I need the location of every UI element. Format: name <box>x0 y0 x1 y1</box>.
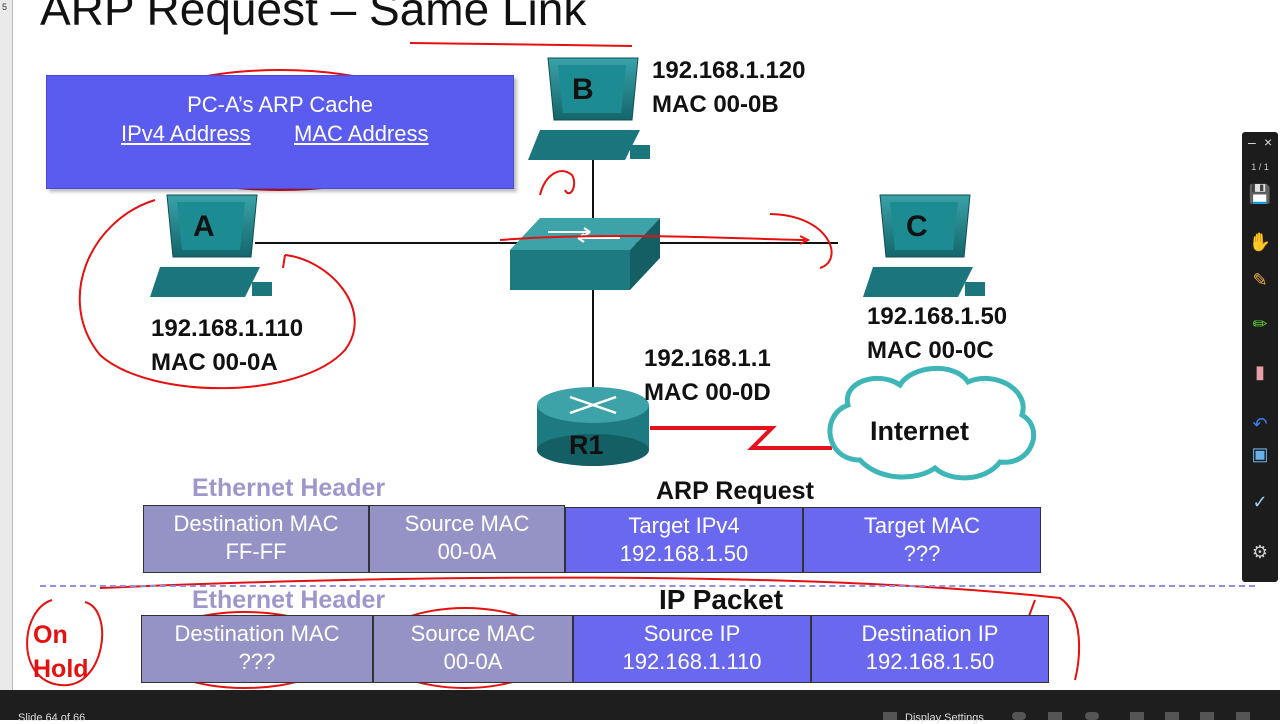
pc-c-mac: MAC 00-0C <box>867 337 994 364</box>
pc-a-mac: MAC 00-0A <box>151 349 278 376</box>
previous-slide-icon[interactable] <box>1012 712 1026 720</box>
display-settings-icon[interactable] <box>883 712 897 720</box>
serial-link <box>650 426 832 450</box>
left-edge-number: 5 <box>2 2 8 12</box>
pc-a-ip: 192.168.1.110 <box>151 315 304 342</box>
arp-cell-destination-mac: Destination MAC FF-FF <box>143 505 369 573</box>
toolbar-page-count: 1 / 1 <box>1251 162 1269 172</box>
pc-a-label: A <box>193 210 215 243</box>
highlighter-icon[interactable]: ✏ <box>1252 314 1268 334</box>
ip-cell-title: Source IP <box>643 621 741 646</box>
close-icon[interactable]: × <box>1264 134 1273 150</box>
ip-cell-value: ??? <box>238 649 276 674</box>
arp-cell-title: Target MAC <box>863 513 981 538</box>
arp-cell-title: Destination MAC <box>173 511 339 536</box>
pc-c-label: C <box>906 210 928 243</box>
slide-counter: Slide 64 of 66 <box>18 712 86 724</box>
pc-c-icon <box>863 194 985 297</box>
pc-c-ip: 192.168.1.50 <box>867 303 1008 330</box>
undo-icon[interactable]: ↶ <box>1252 414 1268 434</box>
ip-cell-value: 192.168.1.110 <box>622 649 762 674</box>
arp-cache-title: PC-A’s ARP Cache <box>187 92 373 117</box>
pc-c-address: 192.168.1.50 MAC 00-0C <box>867 300 1007 368</box>
internet-label: Internet <box>870 416 970 446</box>
arp-cell-value: 00-0A <box>437 539 497 564</box>
pointer-hand-icon[interactable]: ✋ <box>1248 232 1272 252</box>
save-icon[interactable]: 💾 <box>1248 184 1272 204</box>
arp-cell-value: FF-FF <box>225 539 287 564</box>
ip-ethernet-header-label: Ethernet Header <box>192 586 386 614</box>
normal-view-icon[interactable] <box>1130 712 1144 720</box>
arp-cache-table: PC-A’s ARP Cache IPv4 Address MAC Addres… <box>46 75 514 189</box>
minimize-icon[interactable]: – <box>1248 134 1256 150</box>
pc-a-address: 192.168.1.110 MAC 00-0A <box>151 312 303 380</box>
arp-cell-source-mac: Source MAC 00-0A <box>369 505 565 573</box>
on-hold-line-1: On <box>33 621 68 649</box>
ip-cell-title: Destination MAC <box>174 621 340 646</box>
arp-cell-value: 192.168.1.50 <box>619 541 749 566</box>
internet-cloud-icon <box>827 366 1036 481</box>
ip-cell-value: 192.168.1.50 <box>865 649 995 674</box>
arp-request-label: ARP Request <box>656 477 814 505</box>
pc-b-icon <box>528 57 650 160</box>
router-r1-mac: MAC 00-0D <box>644 379 771 406</box>
pen-toolbar: – × 1 / 1 💾 ✋ ✎ ✏ ▮ ↶ ▣ ✓ ⚙ <box>1242 132 1278 582</box>
next-slide-icon[interactable] <box>1085 712 1099 720</box>
router-r1-icon <box>537 387 649 466</box>
slideshow-icon[interactable] <box>1236 712 1250 720</box>
slide-menu-icon[interactable] <box>1048 712 1062 720</box>
whiteboard-pen-icon[interactable]: ✓ <box>1252 492 1268 512</box>
pc-a-icon <box>150 194 272 297</box>
presenter-status-bar: Slide 64 of 66 Display Settings <box>0 690 1280 724</box>
ip-cell-title: Destination IP <box>861 621 999 646</box>
ip-cell-value: 00-0A <box>443 649 503 674</box>
switch-icon <box>510 218 660 290</box>
arp-cell-target-ipv4: Target IPv4 192.168.1.50 <box>565 507 803 573</box>
settings-gear-icon[interactable]: ⚙ <box>1251 542 1269 562</box>
ip-cell-destination-mac: Destination MAC ??? <box>141 615 373 683</box>
reading-view-icon[interactable] <box>1200 712 1214 720</box>
router-r1-address: 192.168.1.1 MAC 00-0D <box>644 342 771 410</box>
toolbar-window-controls: – × <box>1242 134 1278 152</box>
eraser-icon[interactable]: ▮ <box>1255 362 1265 382</box>
slide-sorter-icon[interactable] <box>1165 712 1179 720</box>
ip-cell-source-ip: Source IP 192.168.1.110 <box>573 615 811 683</box>
arp-cache-column-ipv4: IPv4 Address <box>121 121 251 146</box>
pc-b-label: B <box>572 73 594 106</box>
pc-b-address: 192.168.1.120 MAC 00-0B <box>652 54 805 122</box>
arp-cache-column-mac: MAC Address <box>294 121 429 146</box>
window-left-edge: 5 <box>0 0 13 690</box>
ip-cell-destination-ip: Destination IP 192.168.1.50 <box>811 615 1049 683</box>
on-hold-label: On Hold <box>33 618 89 686</box>
ip-cell-source-mac: Source MAC 00-0A <box>373 615 573 683</box>
ip-packet-label: IP Packet <box>659 584 784 615</box>
arp-cell-title: Target IPv4 <box>628 513 740 538</box>
arp-ethernet-header-label: Ethernet Header <box>192 474 386 502</box>
display-settings-button[interactable]: Display Settings <box>905 712 984 724</box>
ip-cell-title: Source MAC <box>410 621 536 646</box>
on-hold-line-2: Hold <box>33 655 89 683</box>
dashed-separator <box>40 585 1255 587</box>
slide-title: ARP Request – Same Link <box>40 0 587 35</box>
arp-cell-target-mac: Target MAC ??? <box>803 507 1041 573</box>
screenshot-icon[interactable]: ▣ <box>1251 444 1269 464</box>
pc-b-ip: 192.168.1.120 <box>652 57 806 84</box>
arp-cell-value: ??? <box>903 541 941 566</box>
router-r1-ip: 192.168.1.1 <box>644 345 771 372</box>
pencil-icon[interactable]: ✎ <box>1252 270 1268 290</box>
arp-cell-title: Source MAC <box>404 511 530 536</box>
router-r1-label: R1 <box>569 430 604 460</box>
pc-b-mac: MAC 00-0B <box>652 91 779 118</box>
